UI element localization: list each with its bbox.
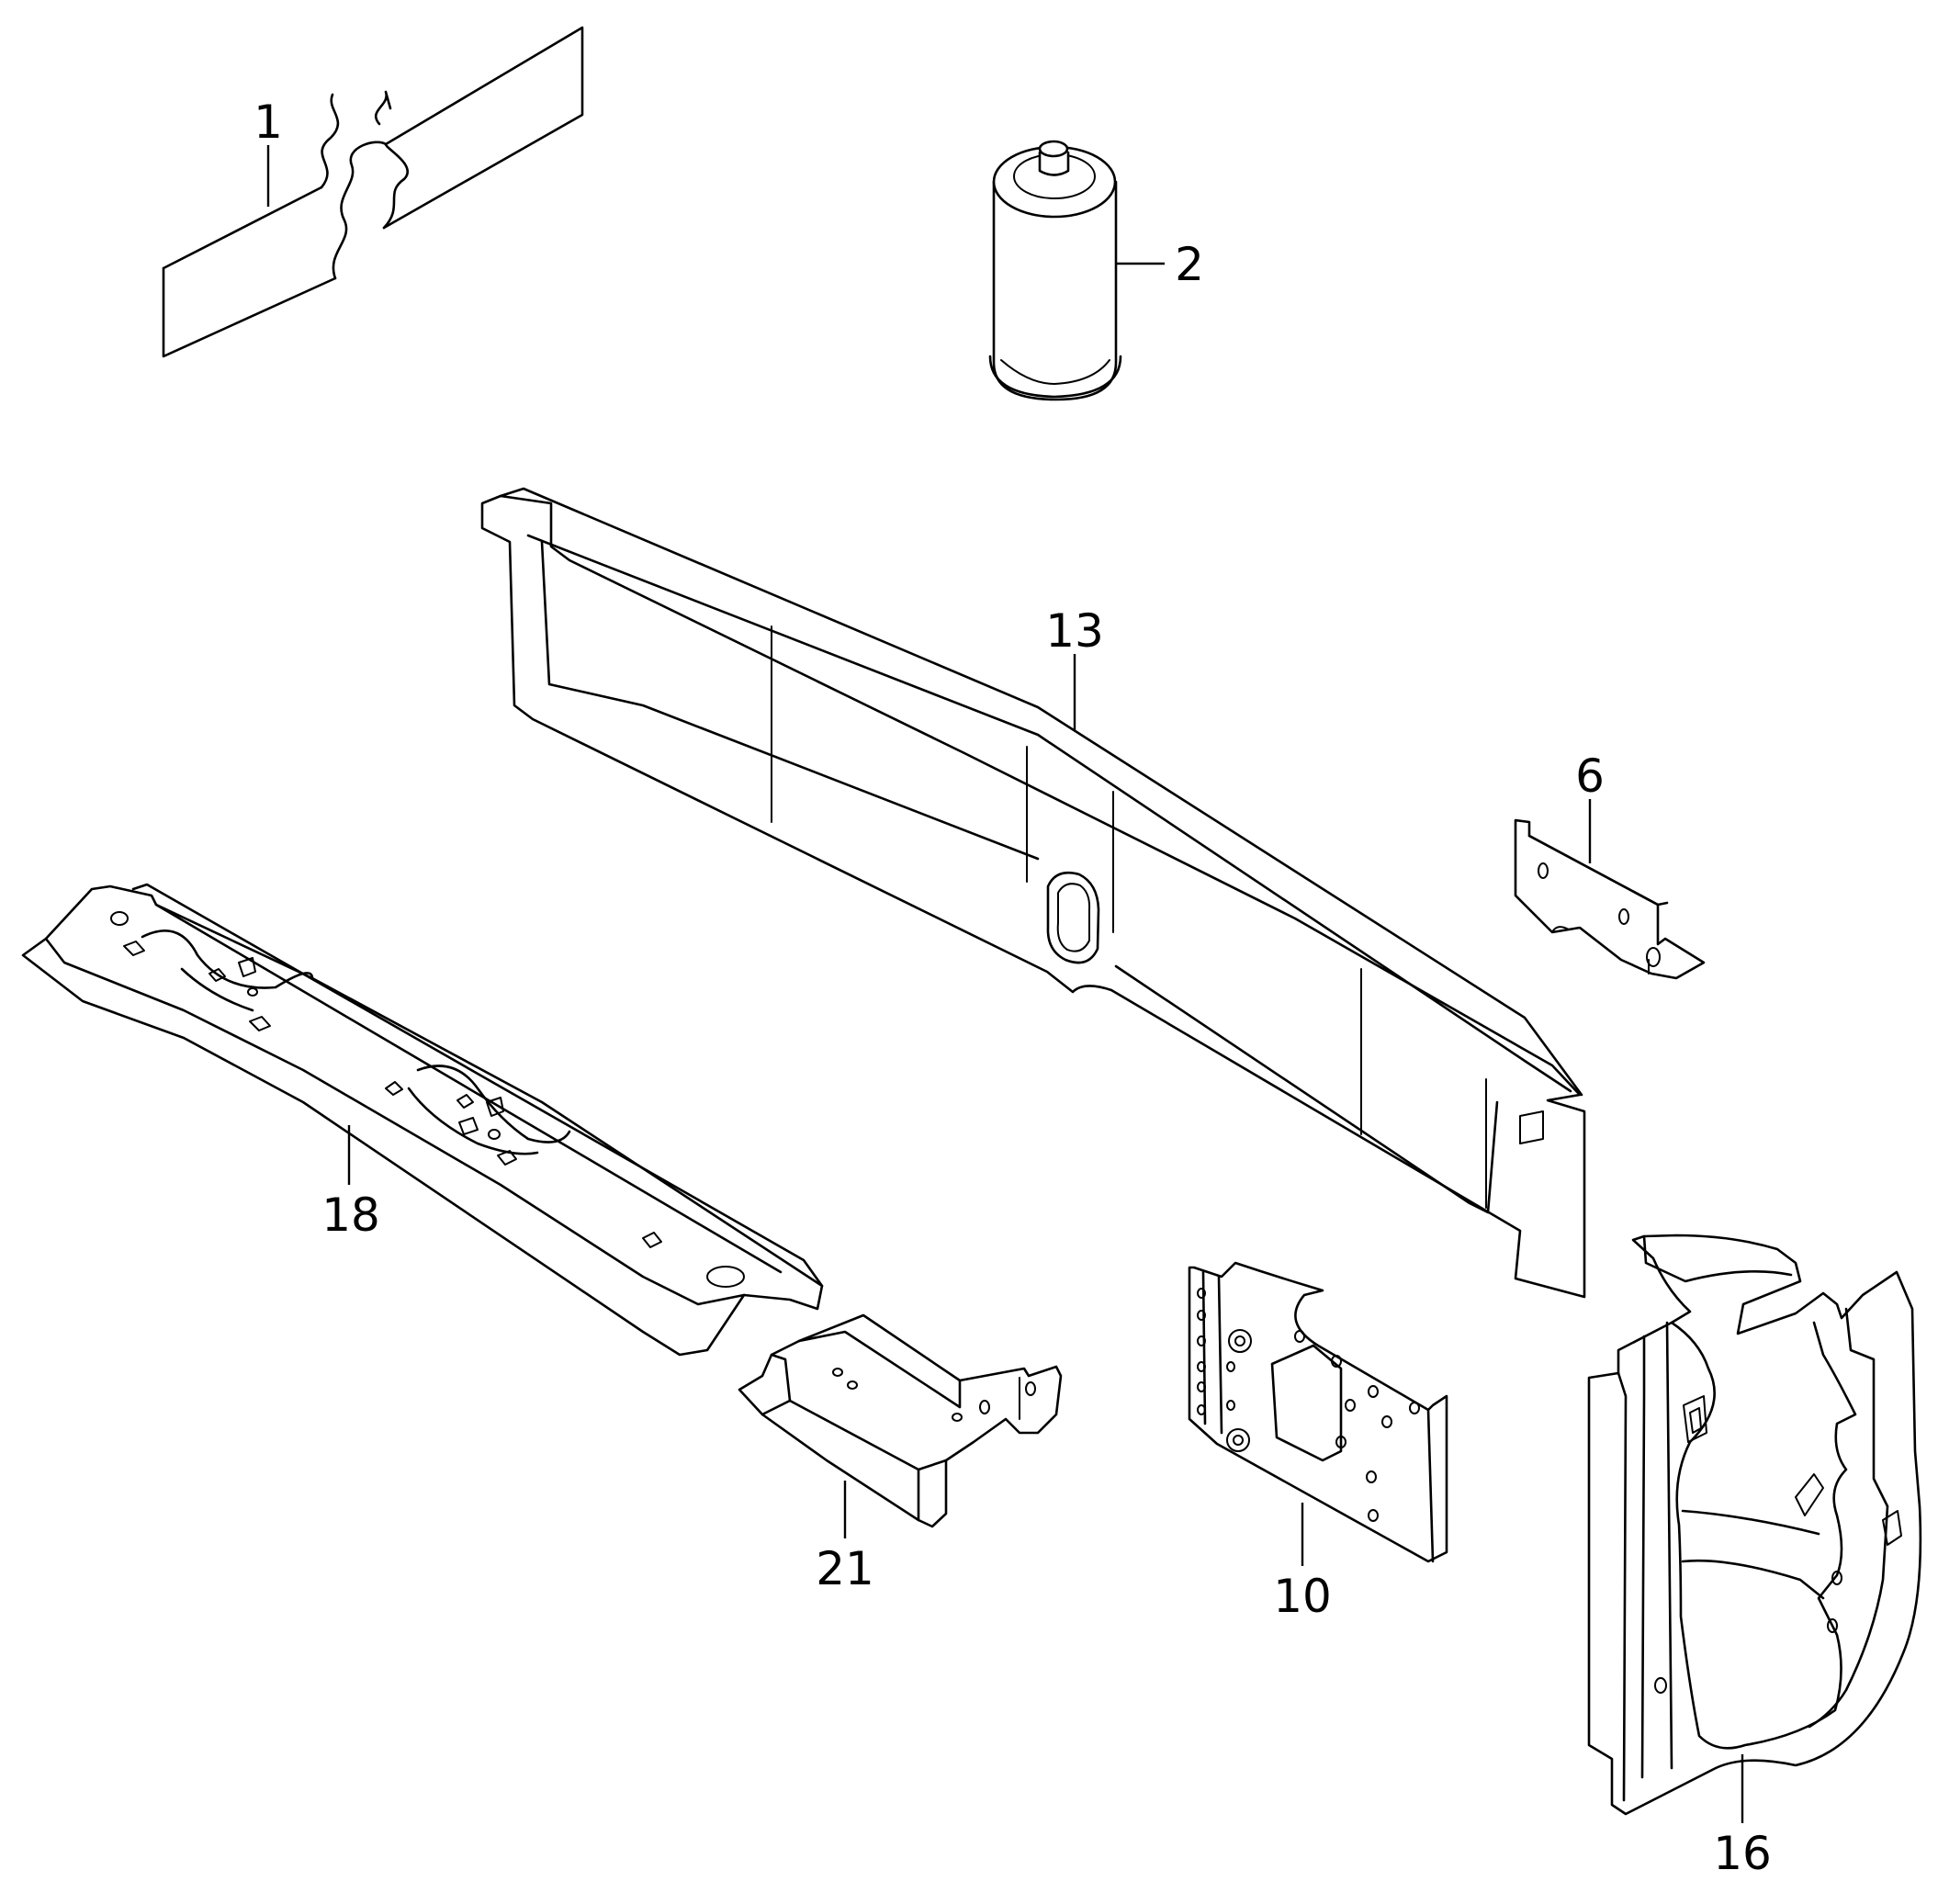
callout-1: 1 <box>254 96 283 149</box>
part-13-rear-panel <box>480 487 1586 1299</box>
callout-10: 10 <box>1273 1570 1332 1623</box>
part-21-support-bracket <box>738 1313 1063 1528</box>
callout-2: 2 <box>1175 238 1204 291</box>
callout-18: 18 <box>321 1189 380 1242</box>
callout-6: 6 <box>1575 749 1605 803</box>
callout-labels: 1 2 6 10 13 16 18 21 <box>254 96 1772 1880</box>
part-10-reinforcement-plate <box>1188 1261 1448 1563</box>
part-1-tape-strip <box>162 26 584 358</box>
part-2-sealant-cartridge <box>988 140 1122 401</box>
leader-lines <box>266 145 1744 1823</box>
callout-13: 13 <box>1045 604 1104 658</box>
callout-16: 16 <box>1713 1827 1772 1880</box>
part-6-bracket <box>1514 818 1706 980</box>
part-16-side-inner-panel <box>1587 1234 1922 1816</box>
callout-21: 21 <box>816 1542 874 1595</box>
part-18-cross-member <box>21 883 824 1357</box>
